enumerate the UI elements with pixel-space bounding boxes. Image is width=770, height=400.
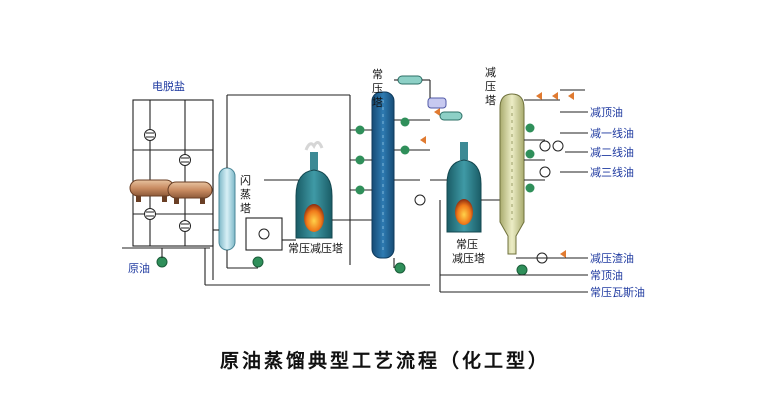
- product-label: 减三线油: [590, 165, 634, 179]
- product-lines: [204, 111, 588, 293]
- furnace-2-label-2: 减压塔: [452, 252, 485, 265]
- pump-icon: [156, 256, 168, 268]
- pump-icon: [516, 264, 528, 276]
- valve-icon: [560, 250, 566, 258]
- valve-icon: [536, 92, 542, 100]
- product-label: 减顶油: [590, 105, 623, 119]
- pump-icon: [252, 256, 264, 268]
- furnace-1-label: 常压减压塔: [288, 242, 343, 255]
- product-label: 常顶油: [590, 268, 623, 282]
- vacuum-tower: 减 压 塔: [485, 66, 525, 255]
- heat-exchanger-icon: [539, 166, 551, 178]
- heat-exchanger-icon: [179, 220, 191, 232]
- pump-icon: [355, 155, 365, 165]
- furnace-2-label-1: 常压: [456, 238, 478, 251]
- pump-icon: [400, 117, 410, 127]
- vac-tower-label-2: 压: [485, 80, 496, 93]
- atm-tower-label-2: 压: [372, 82, 383, 95]
- valve-icon: [434, 108, 440, 116]
- drum-icon: [167, 181, 213, 204]
- product-label: 减二线油: [590, 145, 634, 159]
- heat-exchanger-icon: [179, 154, 191, 166]
- valve-icon: [420, 136, 426, 144]
- atm-tower-label-1: 常: [372, 68, 383, 81]
- vac-side-equipment: [516, 89, 585, 276]
- flash-tower-label-1: 闪: [240, 173, 251, 187]
- heat-exchanger-icon: [258, 228, 270, 240]
- heat-exchanger-icon: [552, 140, 564, 152]
- valve-icon: [568, 92, 574, 100]
- heat-exchanger-icon: [144, 129, 156, 141]
- pump-icon: [355, 125, 365, 135]
- flash-tower: 闪 蒸 塔: [213, 94, 350, 269]
- pump-icon: [394, 262, 406, 274]
- atm-side-equipment: [349, 75, 463, 274]
- pump-icon: [400, 145, 410, 155]
- diagram-caption: 原油蒸馏典型工艺流程（化工型）: [219, 350, 550, 372]
- desalting-label: 电脱盐: [152, 79, 185, 93]
- vac-tower-label-1: 减: [485, 66, 496, 79]
- furnace-icon: 常压减压塔: [288, 141, 343, 255]
- drum-icon: [129, 179, 175, 202]
- product-label: 减压渣油: [590, 251, 634, 265]
- heat-exchanger-icon: [414, 194, 426, 206]
- product-label: 减一线油: [590, 126, 634, 140]
- pump-icon: [525, 123, 535, 133]
- heat-exchanger-icon: [539, 140, 551, 152]
- atmospheric-tower: 常 压 塔: [371, 68, 395, 259]
- pump-icon: [355, 185, 365, 195]
- pump-icon: [525, 183, 535, 193]
- desalting-unit: 电脱盐: [122, 79, 214, 280]
- valve-icon: [552, 92, 558, 100]
- flash-tower-label-3: 塔: [240, 202, 251, 215]
- heat-exchanger-icon: [144, 208, 156, 220]
- pump-icon: [525, 149, 535, 159]
- flash-tower-label-2: 蒸: [240, 188, 251, 201]
- product-label: 常压瓦斯油: [590, 285, 645, 299]
- vac-tower-label-3: 塔: [485, 94, 496, 107]
- furnace-icon: 常压 减压塔: [446, 142, 485, 265]
- atm-tower-label-3: 塔: [372, 96, 383, 109]
- crude-oil-label: 原油: [128, 261, 150, 275]
